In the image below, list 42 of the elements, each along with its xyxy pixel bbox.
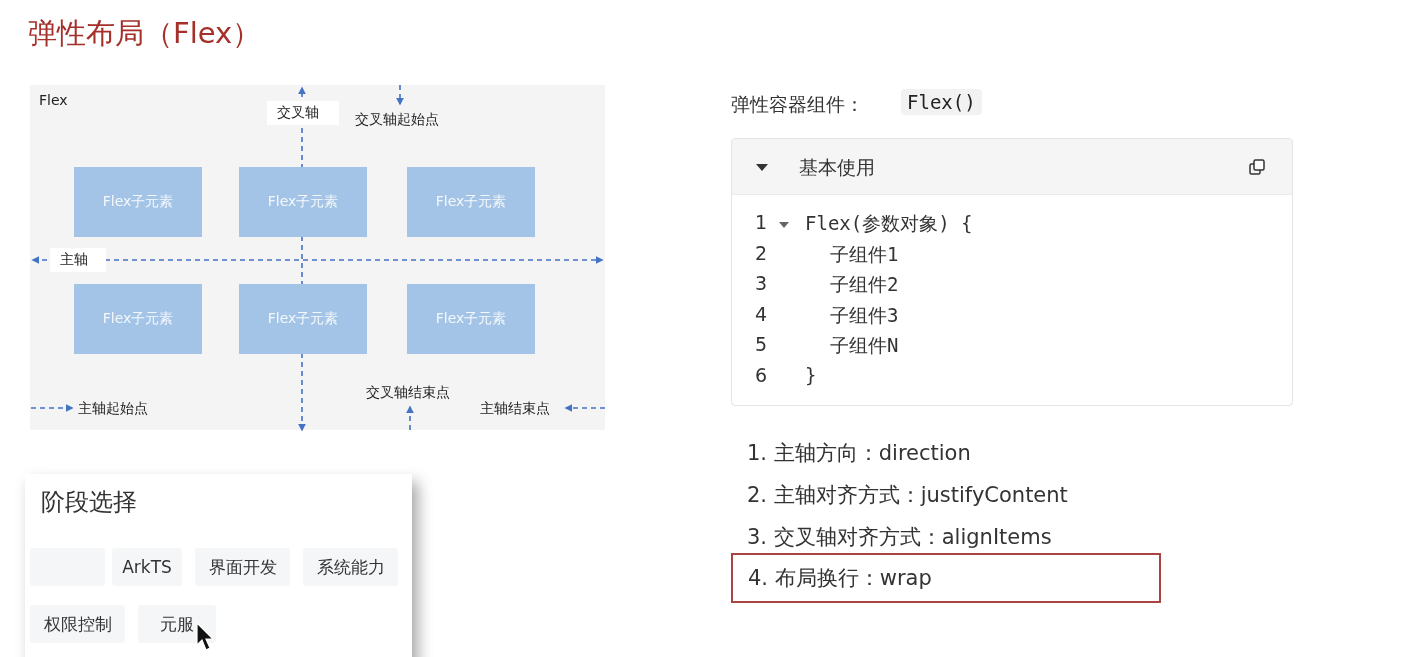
axis-label: 交叉轴结束点 [366,384,450,402]
flex-item-box: Flex子元素 [74,167,202,237]
card-heading: 阶段选择 [41,487,137,518]
axis-label: 主轴 [50,248,106,272]
code-line: } [805,363,817,386]
tag-chip: 界面开发 [195,548,290,586]
line-number: 6 [755,363,768,386]
list-item: 1. 主轴方向：direction [747,440,971,467]
tag-chip: 权限控制 [30,605,125,643]
flex-item-box: Flex子元素 [407,284,535,354]
axis-label: 交叉轴起始点 [355,111,439,129]
code-line: 子组件3 [830,302,899,328]
list-item: 2. 主轴对齐方式：justifyContent [747,482,1068,509]
axis-label: 交叉轴 [267,101,339,125]
tag-chip: 系统能力 [303,548,398,586]
flex-item-box: Flex子元素 [407,167,535,237]
line-number: 5 [755,333,768,355]
code-card [731,138,1293,406]
highlight-box: 4. 布局换行：wrap [731,553,1161,603]
flex-item-box: Flex子元素 [239,167,367,237]
code-line: 子组件2 [830,272,899,297]
line-number: 1 [755,211,768,233]
card-heading: 基本使用 [799,155,875,180]
code-line: Flex(参数对象) { [805,211,973,236]
tag-chip: 元服 [138,605,216,643]
code-line: 子组件N [830,333,899,358]
axis-label: 主轴结束点 [480,400,550,418]
flex-item-box: Flex子元素 [239,284,367,354]
axis-label: 主轴起始点 [78,400,148,418]
line-number: 3 [755,272,768,294]
code-line: 子组件1 [830,241,899,267]
flex-container-panel [30,85,605,430]
list-item: 3. 交叉轴对齐方式：alignItems [747,524,1052,551]
flex-item-box: Flex子元素 [74,284,202,354]
panel-heading: Flex [39,92,68,108]
label: 弹性容器组件： [731,92,864,117]
title: 弹性布局（Flex） [28,15,262,52]
inline-code: Flex() [901,89,982,115]
line-number: 2 [755,241,768,264]
stage-select-card [25,474,412,657]
tag-chip: ArkTS [112,548,182,586]
line-number: 4 [755,302,768,325]
